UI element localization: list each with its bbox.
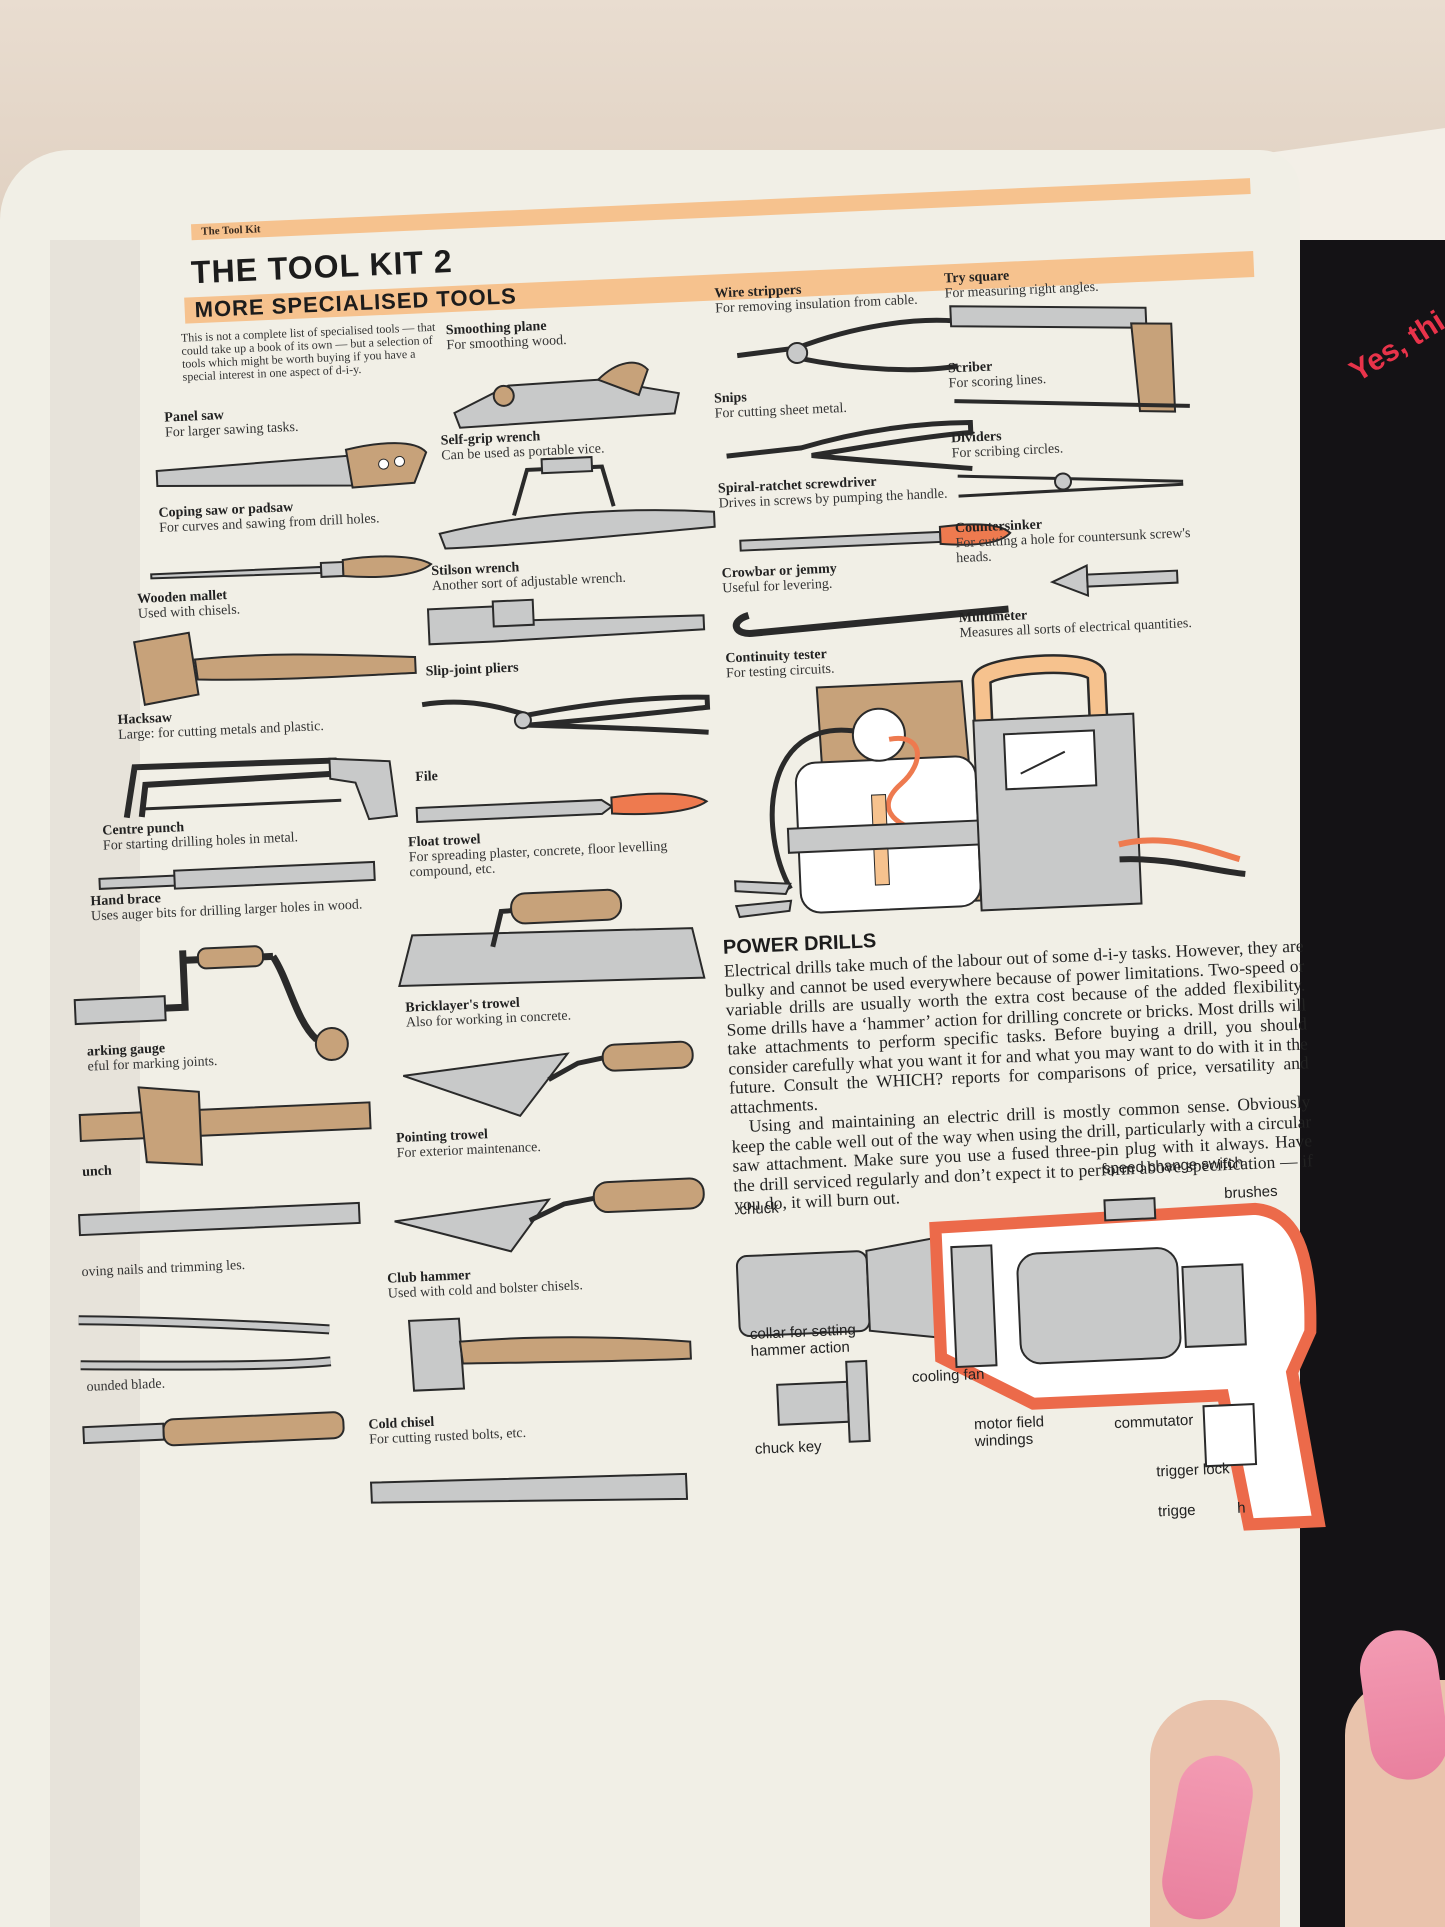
panel-saw-illustration: [155, 442, 428, 489]
page-subtitle: MORE SPECIALISED TOOLS: [194, 283, 518, 323]
scriber-illustration: [954, 399, 1190, 408]
hacksaw-illustration: [123, 757, 399, 821]
page-title: THE TOOL KIT 2: [190, 242, 454, 291]
tool-pincers: oving nails and trimming les.: [81, 1252, 381, 1280]
bricklayers-trowel-illustration: [402, 1040, 694, 1117]
power-drills-text: Electrical drills take much of the labou…: [723, 935, 1315, 1215]
label-chuck-key: chuck key: [754, 1437, 822, 1458]
pincers-illustration: [78, 1315, 332, 1371]
float-trowel-illustration: [398, 888, 706, 987]
tool-smoothing-plane: Smoothing plane For smoothing wood.: [446, 312, 697, 353]
self-grip-wrench-illustration: [438, 456, 716, 550]
punch-illustration: [78, 1201, 361, 1237]
label-chuck: chuck: [739, 1199, 779, 1219]
tool-cold-chisel: Cold chisel For cutting rusted bolts, et…: [368, 1404, 689, 1448]
snips-illustration: [726, 419, 974, 471]
hand-brace-illustration: [73, 945, 349, 1061]
rounded-chisel-illustration: [82, 1411, 345, 1447]
coping-saw-illustration: [150, 555, 433, 580]
continuity-tester-illustration: [734, 680, 990, 919]
label-trigger-lock: trigger lock: [1155, 1460, 1230, 1481]
intro-text: This is not a complete list of specialis…: [180, 319, 436, 384]
label-collar: collar for setting hammer action: [749, 1321, 857, 1360]
stilson-wrench-illustration: [426, 598, 706, 646]
tool-float-trowel: Float trowel For spreading plaster, conc…: [408, 821, 730, 880]
smoothing-plane-illustration: [453, 361, 680, 429]
cold-chisel-illustration: [369, 1472, 689, 1504]
tool-name: File: [414, 769, 439, 786]
file-illustration: [415, 792, 709, 824]
power-drill-diagram: [735, 1197, 1326, 1531]
label-brushes: brushes: [1223, 1182, 1278, 1203]
power-drills-para-1: Electrical drills take much of the labou…: [723, 935, 1310, 1118]
pointing-trowel-illustration: [394, 1177, 705, 1253]
tool-file: File: [415, 761, 615, 785]
page-edge: [50, 240, 140, 1927]
label-motor-field-windings: motor field windings: [973, 1413, 1045, 1451]
tool-desc: oving nails and trimming les.: [81, 1257, 246, 1281]
club-hammer-illustration: [407, 1317, 692, 1392]
label-commutator: commutator: [1113, 1411, 1194, 1433]
wooden-mallet-illustration: [132, 631, 417, 706]
spiral-screwdriver-illustration: [739, 523, 1012, 552]
centre-punch-illustration: [98, 860, 376, 890]
tool-panel-saw: Panel saw For larger sawing tasks.: [164, 399, 425, 441]
label-cooling-fan: cooling fan: [911, 1365, 985, 1386]
crowbar-illustration: [732, 605, 1009, 637]
running-head: The Tool Kit: [201, 223, 261, 238]
slip-joint-pliers-illustration: [421, 694, 711, 735]
countersinker-illustration: [1049, 564, 1179, 598]
multimeter-illustration: [971, 654, 1246, 912]
book-page-sheet: [0, 150, 1300, 1927]
wire-strippers-illustration: [736, 317, 959, 373]
dividers-illustration: [957, 472, 1184, 498]
try-square-illustration: [949, 305, 1177, 413]
marking-gauge-illustration: [78, 1086, 372, 1166]
book-page: The Tool Kit THE TOOL KIT 2 MORE SPECIAL…: [60, 151, 1362, 1883]
